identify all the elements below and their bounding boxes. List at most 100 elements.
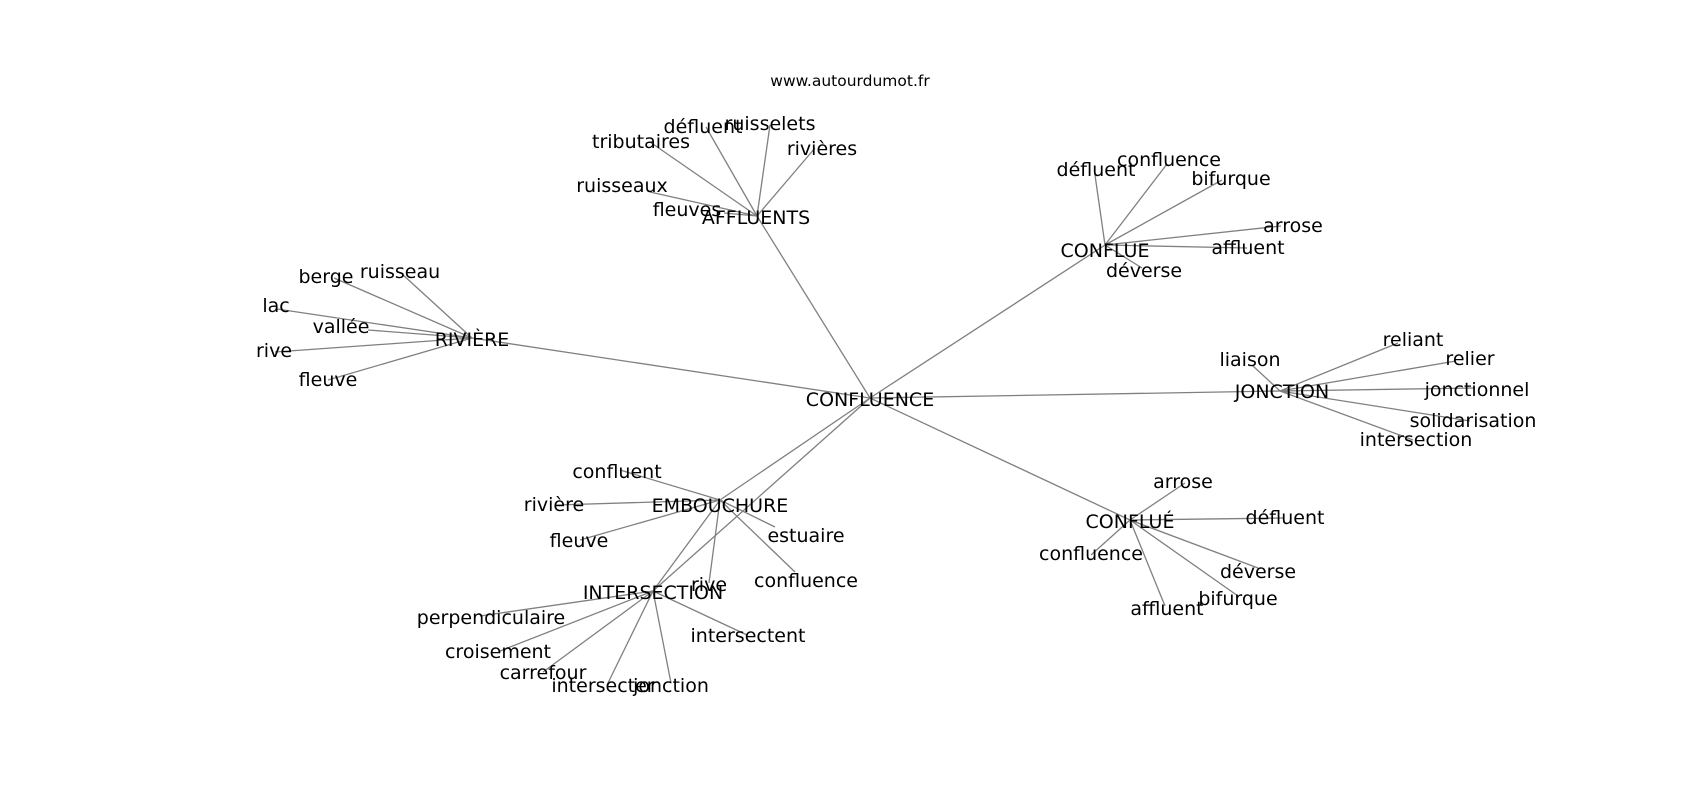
leaf-node-label: affluent [1211,237,1284,259]
hub-node-label: AFFLUENTS [702,207,810,229]
leaf-node-label: carrefour [500,662,587,684]
edge-hub-leaf [756,147,816,217]
leaf-node-label: lac [262,295,289,317]
edge-hub-leaf [1129,482,1186,521]
leaf-node-label: jonctionnel [1424,379,1530,401]
hub-node-label: CONFLUÉ [1086,510,1175,533]
edge-hub-leaf [276,308,473,339]
labels: CONFLUENCEAFFLUENTStributairesdéfluentru… [256,113,1536,697]
leaf-node-label: ruisseaux [576,175,668,197]
edge-hub-leaf [1094,174,1106,246]
leaf-node-label: confluent [572,461,661,483]
edge-center-hub [869,244,1106,399]
edge-hub-leaf [555,499,721,506]
leaf-node-label: vallée [313,316,370,338]
edge-hub-leaf [723,212,758,217]
leaf-node-label: confluence [1117,149,1221,171]
leaf-node-label: tributaires [592,131,690,153]
edge-hub-leaf [1129,519,1239,597]
leaf-node-label: liaison [1219,349,1280,371]
hub-node-label: CONFLUE [1061,240,1150,262]
leaf-node-label: affluent [1130,598,1203,620]
leaf-node-label: jonction [632,675,709,697]
leaf-node-label: arrose [1153,471,1213,493]
leaf-node-label: ruisselets [725,113,816,135]
edge-center-hub [719,397,871,501]
edge-hub-leaf [1104,244,1248,249]
center-node-label: CONFLUENCE [806,389,934,411]
edge-hub-leaf [652,590,748,636]
hub-node-label: INTERSECTION [583,582,723,604]
leaf-node-label: rive [256,340,292,362]
leaf-node-label: croisement [445,641,551,663]
leaf-node-label: reliant [1383,329,1444,351]
edge-hub-leaf [1279,390,1414,441]
edge-hub-leaf [333,277,473,339]
leaf-node-label: confluence [754,570,858,592]
leaf-node-label: arrose [1263,215,1323,237]
edge-center-hub [652,397,871,592]
edge-hub-leaf [499,590,654,652]
edge-hub-leaf [1104,225,1282,246]
edge-hub-leaf [652,590,672,684]
edge-hub-leaf [1090,519,1131,556]
hub-node-label: RIVIÈRE [435,328,510,351]
leaf-node-label: défluent [1057,159,1136,181]
edge-hub-leaf [367,329,473,339]
edge-hub-leaf [1279,342,1399,392]
leaf-node-label: fleuve [299,369,358,391]
leaf-node-label: rivière [524,494,584,516]
edge-hub-leaf [619,469,721,501]
edge-hub-leaf [705,126,758,217]
leaf-node-label: fleuve [550,530,609,552]
hub-node-label: EMBOUCHURE [652,495,789,517]
leaf-node-label: rive [691,574,727,596]
leaf-node-label: défluent [664,116,743,138]
leaf-node-label: déverse [1106,260,1182,282]
edge-hub-leaf [1129,519,1166,607]
leaf-node-label: relier [1445,348,1494,370]
edge-hub-leaf [649,141,758,217]
edge-hub-leaf [401,273,473,339]
leaf-node-label: rivières [787,138,857,160]
edge-hub-leaf [579,499,721,541]
edge-hub-leaf [1279,390,1471,422]
leaf-node-label: confluence [1039,543,1143,565]
edge-hub-leaf [649,191,758,217]
edge-hub-leaf [719,499,776,528]
site-url: www.autourdumot.fr [770,72,930,90]
leaf-node-label: estuaire [767,525,844,547]
leaf-node-label: déverse [1220,561,1296,583]
edge-hub-leaf [1104,163,1168,246]
leaf-node-label: intersecter [551,675,654,697]
edge-hub-leaf [274,337,473,353]
edge-hub-leaf [708,499,721,584]
edge-hub-hub [652,499,721,592]
edge-hub-leaf [1104,179,1223,246]
edge-hub-leaf [1279,360,1457,392]
leaf-node-label: défluent [1246,507,1325,529]
edge-hub-leaf [606,590,654,686]
leaf-node-label: fleuves [653,199,722,221]
edge-hub-leaf [756,124,771,217]
edge-hub-leaf [719,499,796,573]
leaf-node-label: perpendiculaire [417,607,565,629]
edge-hub-leaf [327,337,473,381]
edge-center-hub [869,397,1131,521]
edge-hub-leaf [1252,365,1281,392]
leaf-node-label: intersection [1360,429,1473,451]
edge-hub-leaf [1129,517,1285,521]
leaf-node-label: bifurque [1198,588,1277,610]
edge-hub-leaf [542,590,654,673]
leaf-node-label: intersectent [691,625,806,647]
hub-node-label: JONCTION [1234,381,1329,403]
edges [274,124,1476,686]
edge-hub-leaf [1129,519,1259,569]
edge-center-hub [471,337,871,399]
edge-hub-leaf [479,590,654,617]
leaf-node-label: bifurque [1191,168,1270,190]
edge-center-hub [756,215,871,399]
edge-hub-leaf [1279,387,1476,392]
edge-hub-leaf [1104,244,1143,269]
